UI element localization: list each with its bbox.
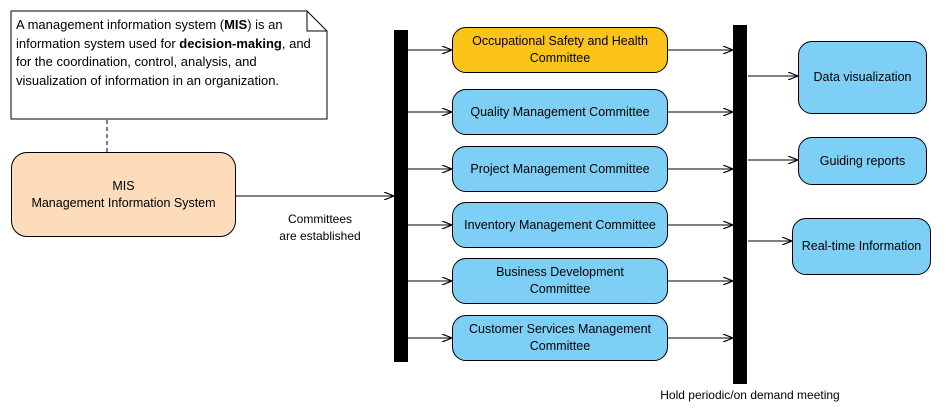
committee-label: Quality Management Committee (470, 104, 650, 119)
meeting-bar (733, 25, 747, 384)
committee-box: Project Management Committee (452, 146, 668, 192)
committees-established-label: Committees are established (250, 211, 390, 245)
output-label: Real-time Information (801, 239, 922, 253)
meeting-label: Hold periodic/on demand meeting (660, 388, 840, 402)
connector-label-line2: are established (279, 229, 361, 243)
committee-box: Inventory Management Committee (452, 202, 668, 248)
mis-definition-note: A management information system (MIS) is… (11, 11, 327, 119)
output-label: Guiding reports (819, 153, 906, 168)
note-text-3: , and for the coordination, control, ana… (16, 35, 311, 88)
committee-label: Project Management Committee (470, 161, 650, 176)
committee-label: Inventory Management Committee (464, 217, 656, 232)
committee-box: Quality Management Committee (452, 89, 668, 135)
committee-label: Customer Services Management (468, 322, 652, 336)
mis-box: MIS Management Information System (11, 152, 236, 237)
output-box: Guiding reports (798, 137, 927, 185)
note-bold-decision-making: decision-making (179, 35, 282, 51)
output-label: Data visualization (813, 70, 912, 84)
output-box: Real-time Information (792, 218, 931, 275)
note-bold-mis: MIS (224, 17, 248, 32)
note-text-2: ) is an information system used for (16, 17, 283, 51)
committee-label-line2: Committee (529, 339, 591, 353)
mis-subtitle: Management Information System (31, 195, 216, 210)
mis-title: MIS (112, 178, 135, 193)
committee-label-line2: Committee (529, 51, 591, 65)
output-box: Data visualization (798, 41, 927, 114)
committee-label-line2: Committee (529, 282, 591, 296)
note-text-1: A management information system ( (16, 17, 225, 32)
committee-label: Occupational Safety and Health (472, 34, 648, 48)
note-shape (10, 10, 328, 120)
connector-label-line1: Committees (287, 212, 352, 226)
distribution-bar (394, 30, 408, 362)
committee-label: Business Development (496, 265, 624, 279)
note-fold (306, 11, 327, 32)
